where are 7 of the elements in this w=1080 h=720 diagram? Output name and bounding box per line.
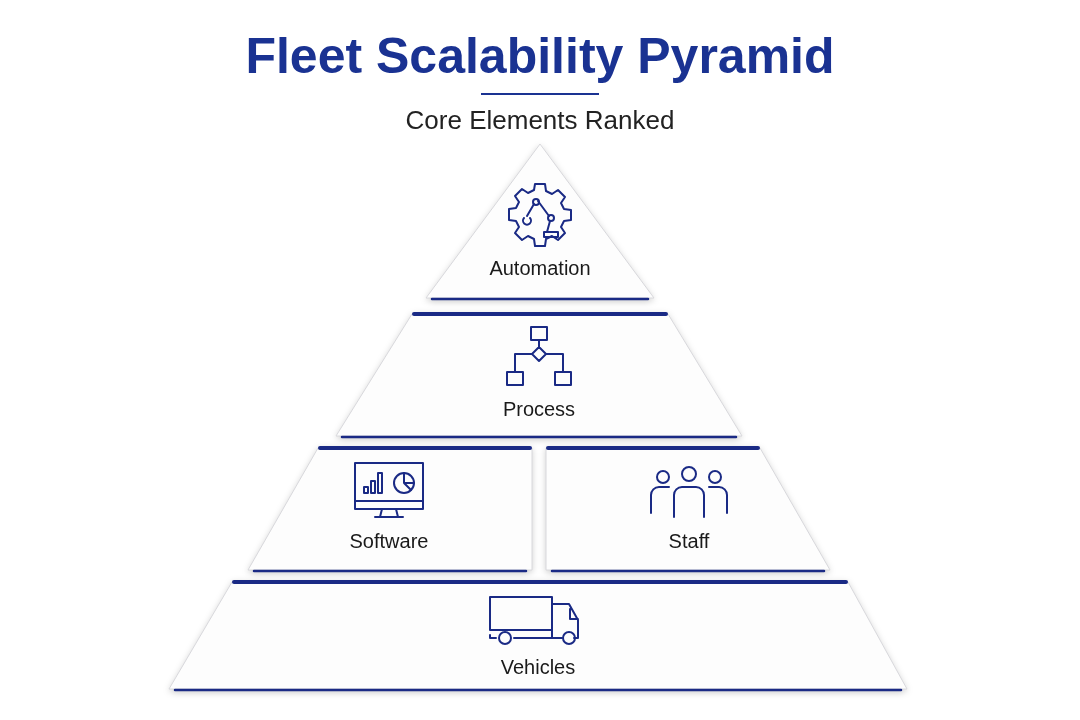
tier-label: Software: [349, 529, 429, 553]
tier-label: Automation: [489, 256, 591, 280]
tier-label: Staff: [668, 529, 710, 553]
tier-label: Vehicles: [500, 655, 576, 679]
title: Fleet Scalability Pyramid: [245, 27, 835, 86]
tier-label: Process: [502, 397, 576, 421]
subtitle: Core Elements Ranked: [405, 104, 675, 136]
